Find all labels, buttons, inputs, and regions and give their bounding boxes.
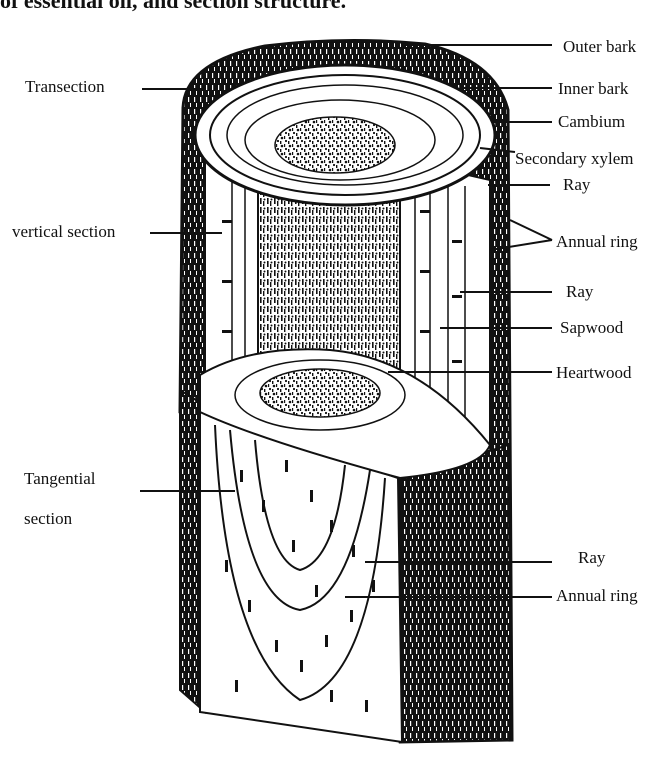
label-ray-2: Ray <box>566 282 593 302</box>
label-secondary-xylem: Secondary xylem <box>515 149 634 169</box>
label-cambium: Cambium <box>558 112 625 132</box>
label-vertical-section: vertical section <box>12 222 115 242</box>
label-sapwood: Sapwood <box>560 318 623 338</box>
label-inner-bark: Inner bark <box>558 79 628 99</box>
label-ray-1: Ray <box>563 175 590 195</box>
label-ray-3: Ray <box>578 548 605 568</box>
label-transection: Transection <box>25 77 105 97</box>
label-tangential-line2: section <box>24 509 72 529</box>
label-outer-bark: Outer bark <box>563 37 636 57</box>
label-annual-ring-2: Annual ring <box>556 586 638 606</box>
label-heartwood: Heartwood <box>556 363 632 383</box>
label-annual-ring-1: Annual ring <box>556 232 638 252</box>
top-transection <box>195 65 495 205</box>
label-tangential-line1: Tangential <box>24 469 96 489</box>
